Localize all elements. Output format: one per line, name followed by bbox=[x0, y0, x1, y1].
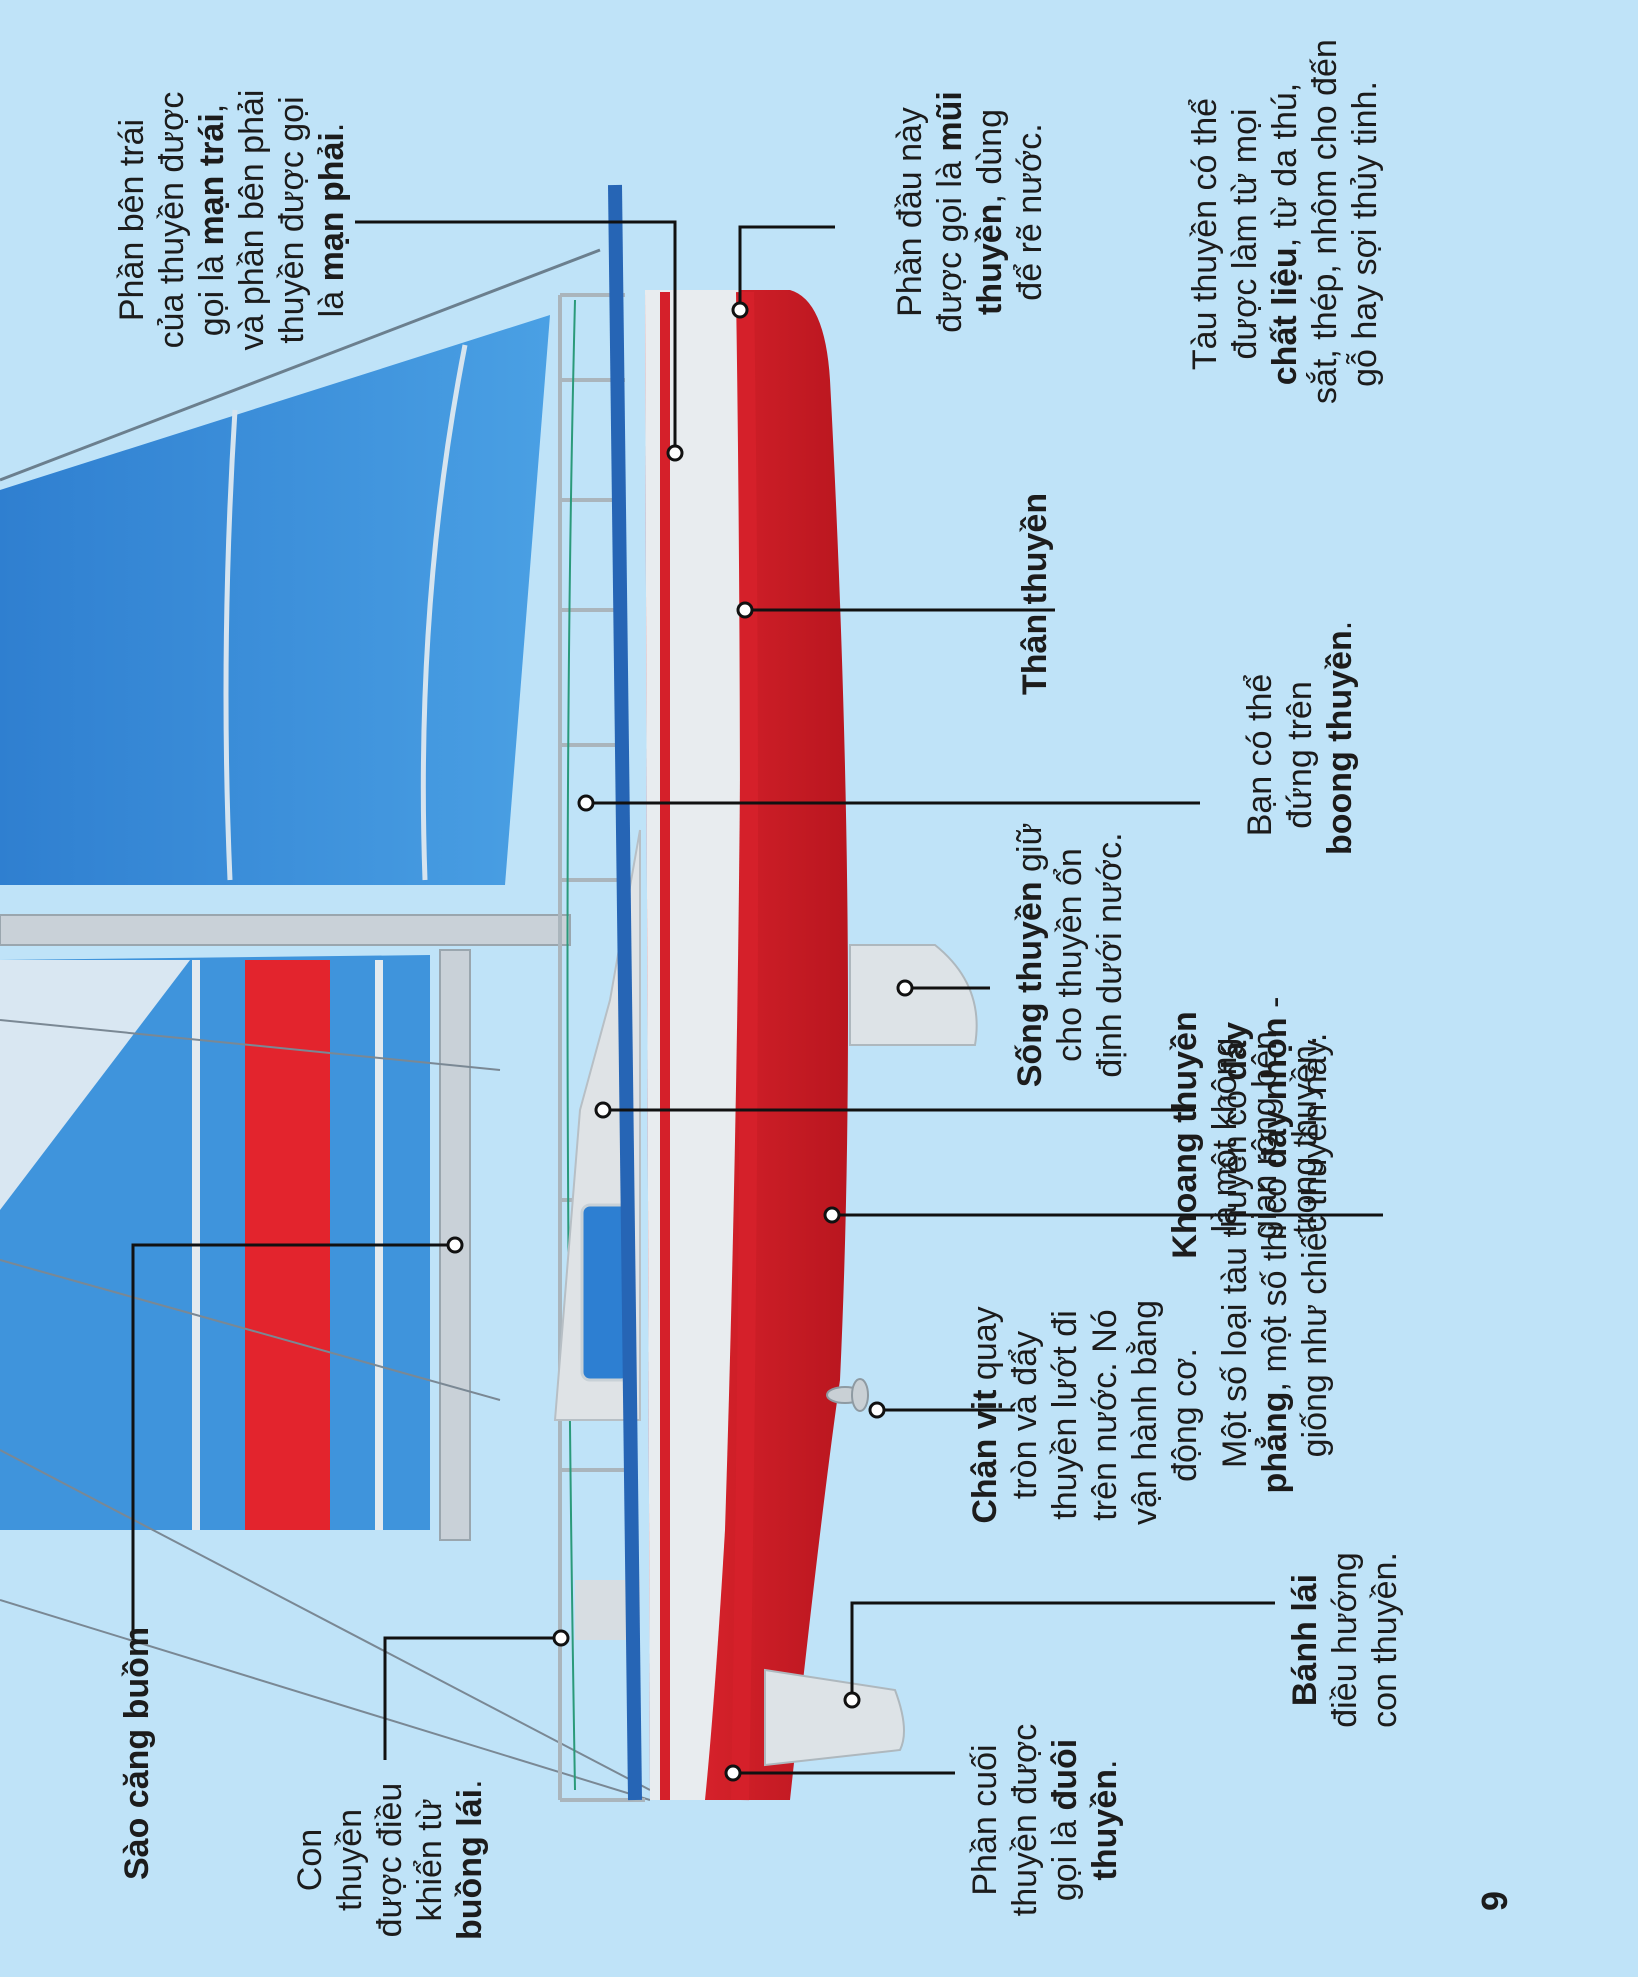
page-number: 9 bbox=[1474, 1890, 1516, 1912]
rudder bbox=[764, 1668, 905, 1767]
keel bbox=[849, 944, 978, 1046]
leader-boom bbox=[131, 1243, 455, 1640]
jib-sail bbox=[0, 315, 550, 885]
caption-rudder: Bánh lái điều hướng con thuyền. bbox=[1286, 1552, 1404, 1728]
leader-rudder bbox=[850, 1601, 1275, 1700]
propeller bbox=[826, 1378, 869, 1412]
caption-boom: Sào căng buồm bbox=[118, 1626, 156, 1880]
leader-bow bbox=[738, 225, 835, 310]
caption-hull-shape: Một số loại tàu thuyền có đáy phẳng, một… bbox=[1216, 996, 1334, 1494]
caption-stern: Phần cuối thuyền được gọi là đuôi thuyền… bbox=[966, 1723, 1124, 1917]
main-sail-light-panel bbox=[0, 960, 190, 1210]
boom bbox=[0, 914, 571, 946]
caption-materials: Tàu thuyền có thể được làm từ mọi chất l… bbox=[1186, 39, 1384, 404]
caption-hull: Thân thuyền bbox=[1016, 492, 1054, 695]
leader-dots bbox=[446, 301, 914, 1782]
leader-lines bbox=[131, 220, 1383, 1775]
deck-edge bbox=[608, 184, 642, 1801]
jib-batten-2 bbox=[420, 344, 468, 881]
shroud-4 bbox=[0, 1599, 651, 1801]
caption-keel: Sống thuyền giữ cho thuyền ổn định dưới … bbox=[1011, 822, 1129, 1088]
forestay bbox=[0, 248, 601, 482]
leader-port-starboard bbox=[355, 220, 677, 453]
caption-deck: Bạn có thể đứng trên boong thuyền. bbox=[1241, 620, 1359, 855]
shroud-3 bbox=[0, 1449, 651, 1791]
caption-propeller: Chân vịt quay tròn và đẩy thuyền lướt đi… bbox=[966, 1300, 1204, 1525]
shroud-2 bbox=[0, 1259, 501, 1401]
hull-red-pinstripe-2 bbox=[731, 291, 758, 1801]
jib-batten-1 bbox=[223, 409, 238, 881]
caption-cockpit: Con thuyền được điều khiển từ buồng lái. bbox=[291, 1779, 489, 1940]
caption-port-starboard: Phần bên trái của thuyền được gọi là mạn… bbox=[113, 89, 351, 351]
lifeline bbox=[566, 299, 576, 1791]
shroud-1 bbox=[0, 1019, 501, 1071]
leader-cockpit bbox=[383, 1636, 561, 1760]
caption-bow: Phần đầu này được gọi là mũi thuyền, dùn… bbox=[891, 91, 1049, 333]
